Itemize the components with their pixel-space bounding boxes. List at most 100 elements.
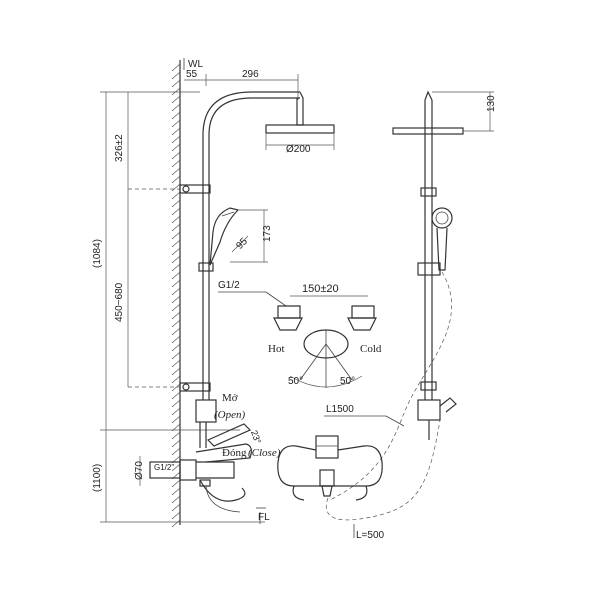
- dim-296-label: 296: [242, 69, 259, 80]
- wall-hatch-stroke: [171, 463, 181, 472]
- wall-hatch-stroke: [171, 271, 181, 280]
- wall-hatch-stroke: [171, 279, 181, 288]
- wall-bracket-lower: [179, 382, 211, 392]
- wall-hatch-stroke: [171, 495, 181, 504]
- hand-shower-side: 95 173: [198, 207, 273, 272]
- dim-diameter-200-label: Ø200: [286, 144, 311, 155]
- bath-mixer-side: G1/2" Ø70: [134, 423, 252, 513]
- wall-hatch-stroke: [171, 343, 181, 352]
- wall-hatch-stroke: [171, 399, 181, 408]
- wall-hatch-stroke: [171, 191, 181, 200]
- hose-1500-label: L1500: [326, 404, 354, 415]
- wall-hatch-stroke: [171, 263, 181, 272]
- wall-hatch-stroke: [171, 391, 181, 400]
- close-en-label: (Close): [248, 447, 281, 459]
- dim-95-label: 95: [234, 236, 250, 252]
- angle-right-label: 50°: [340, 376, 355, 387]
- dim-g12-detail-label: G1/2: [218, 280, 240, 291]
- wall-hatch-stroke: [171, 479, 181, 488]
- wall-hatch-stroke: [171, 319, 181, 328]
- wall-hatch-stroke: [171, 303, 181, 312]
- diverter-side: [195, 399, 217, 448]
- wall-hatch-stroke: [171, 375, 181, 384]
- front-view-riser: 130: [392, 90, 497, 400]
- dim-130-label: 130: [486, 95, 497, 112]
- open-en-label: (Open): [214, 409, 245, 421]
- top-dimensions: 55 296: [184, 69, 299, 100]
- wall-hatch-stroke: [171, 71, 181, 80]
- close-vn-label: Đóng: [222, 447, 247, 459]
- wall-hatch-stroke: [171, 415, 181, 424]
- wall-hatch-stroke: [171, 79, 181, 88]
- angle-23-label: 23°: [249, 429, 263, 446]
- wall-hatch-stroke: [171, 167, 181, 176]
- wall-hatch-stroke: [171, 255, 181, 264]
- wall-hatch-stroke: [171, 351, 181, 360]
- wall-hatch-stroke: [171, 503, 181, 512]
- wall-hatch-stroke: [171, 111, 181, 120]
- wall-hatch-stroke: [171, 119, 181, 128]
- dim-326-label: 326±2: [114, 134, 125, 162]
- wall-hatch-stroke: [171, 295, 181, 304]
- cold-label: Cold: [360, 343, 382, 355]
- hot-label: Hot: [268, 343, 285, 355]
- wall-hatch-stroke: [171, 151, 181, 160]
- wall-line-marker: WL: [183, 58, 203, 70]
- front-view-hand-shower: [431, 207, 453, 271]
- dim-g12-side-label: G1/2": [154, 463, 174, 472]
- wall-hatch-stroke: [171, 87, 181, 96]
- wall-hatch-stroke: [171, 95, 181, 104]
- wall-hatch-stroke: [171, 487, 181, 496]
- wall-hatch-stroke: [171, 519, 181, 528]
- floor-line-label: FL: [258, 512, 270, 523]
- wall-hatch-stroke: [171, 183, 181, 192]
- floor-line-marker: FL: [256, 507, 270, 524]
- wall-hatch-stroke: [171, 327, 181, 336]
- hose-500-label: L=500: [356, 530, 385, 541]
- wall-hatch-stroke: [171, 231, 181, 240]
- wall-hatching: [171, 60, 181, 528]
- dim-450-680-label: 450~680: [114, 282, 125, 322]
- wall-hatch-stroke: [171, 359, 181, 368]
- wall-connection-detail: G1/2 150±20 Hot Cold 50° 50°: [218, 280, 382, 388]
- wall-hatch-stroke: [171, 159, 181, 168]
- wall-hatch-stroke: [171, 511, 181, 520]
- wall-hatch-stroke: [171, 439, 181, 448]
- dim-150-label: 150±20: [302, 283, 339, 295]
- wall-hatch-stroke: [171, 103, 181, 112]
- wall-hatch-stroke: [171, 311, 181, 320]
- wall-hatch-stroke: [171, 383, 181, 392]
- hose-1500: L1500: [324, 271, 452, 501]
- dim-diameter-70-label: Ø70: [134, 461, 145, 480]
- wall-hatch-stroke: [171, 175, 181, 184]
- wall-hatch-stroke: [171, 447, 181, 456]
- wall-hatch-stroke: [171, 63, 181, 72]
- wall-line-label: WL: [188, 59, 203, 70]
- front-view-mixer: [277, 435, 383, 501]
- dim-55-label: 55: [186, 69, 198, 80]
- hose-500: L=500: [326, 419, 441, 541]
- wall-hatch-stroke: [171, 207, 181, 216]
- dim-173-label: 173: [262, 225, 273, 242]
- left-vertical-dimensions: (1084) 326±2 450~680 (1100): [92, 91, 265, 523]
- wall-hatch-stroke: [171, 287, 181, 296]
- wall-hatch-stroke: [171, 223, 181, 232]
- wall-hatch-stroke: [171, 143, 181, 152]
- wall-bracket-upper: [179, 184, 211, 194]
- wall-hatch-stroke: [171, 215, 181, 224]
- wall-hatch-stroke: [171, 135, 181, 144]
- wall-hatch-stroke: [171, 199, 181, 208]
- front-view-diverter: [417, 397, 457, 440]
- wall-hatch-stroke: [171, 247, 181, 256]
- wall-hatch-stroke: [171, 239, 181, 248]
- dim-1100-label: (1100): [92, 464, 103, 492]
- wall-hatch-stroke: [171, 335, 181, 344]
- lever-open-close-labels: Mở (Open) 23° Đóng (Close): [214, 392, 281, 459]
- wall-hatch-stroke: [171, 407, 181, 416]
- wall-hatch-stroke: [171, 127, 181, 136]
- open-vn-label: Mở: [222, 392, 238, 404]
- angle-left-label: 50°: [288, 376, 303, 387]
- dim-1084-label: (1084): [92, 239, 103, 268]
- wall-hatch-stroke: [171, 431, 181, 440]
